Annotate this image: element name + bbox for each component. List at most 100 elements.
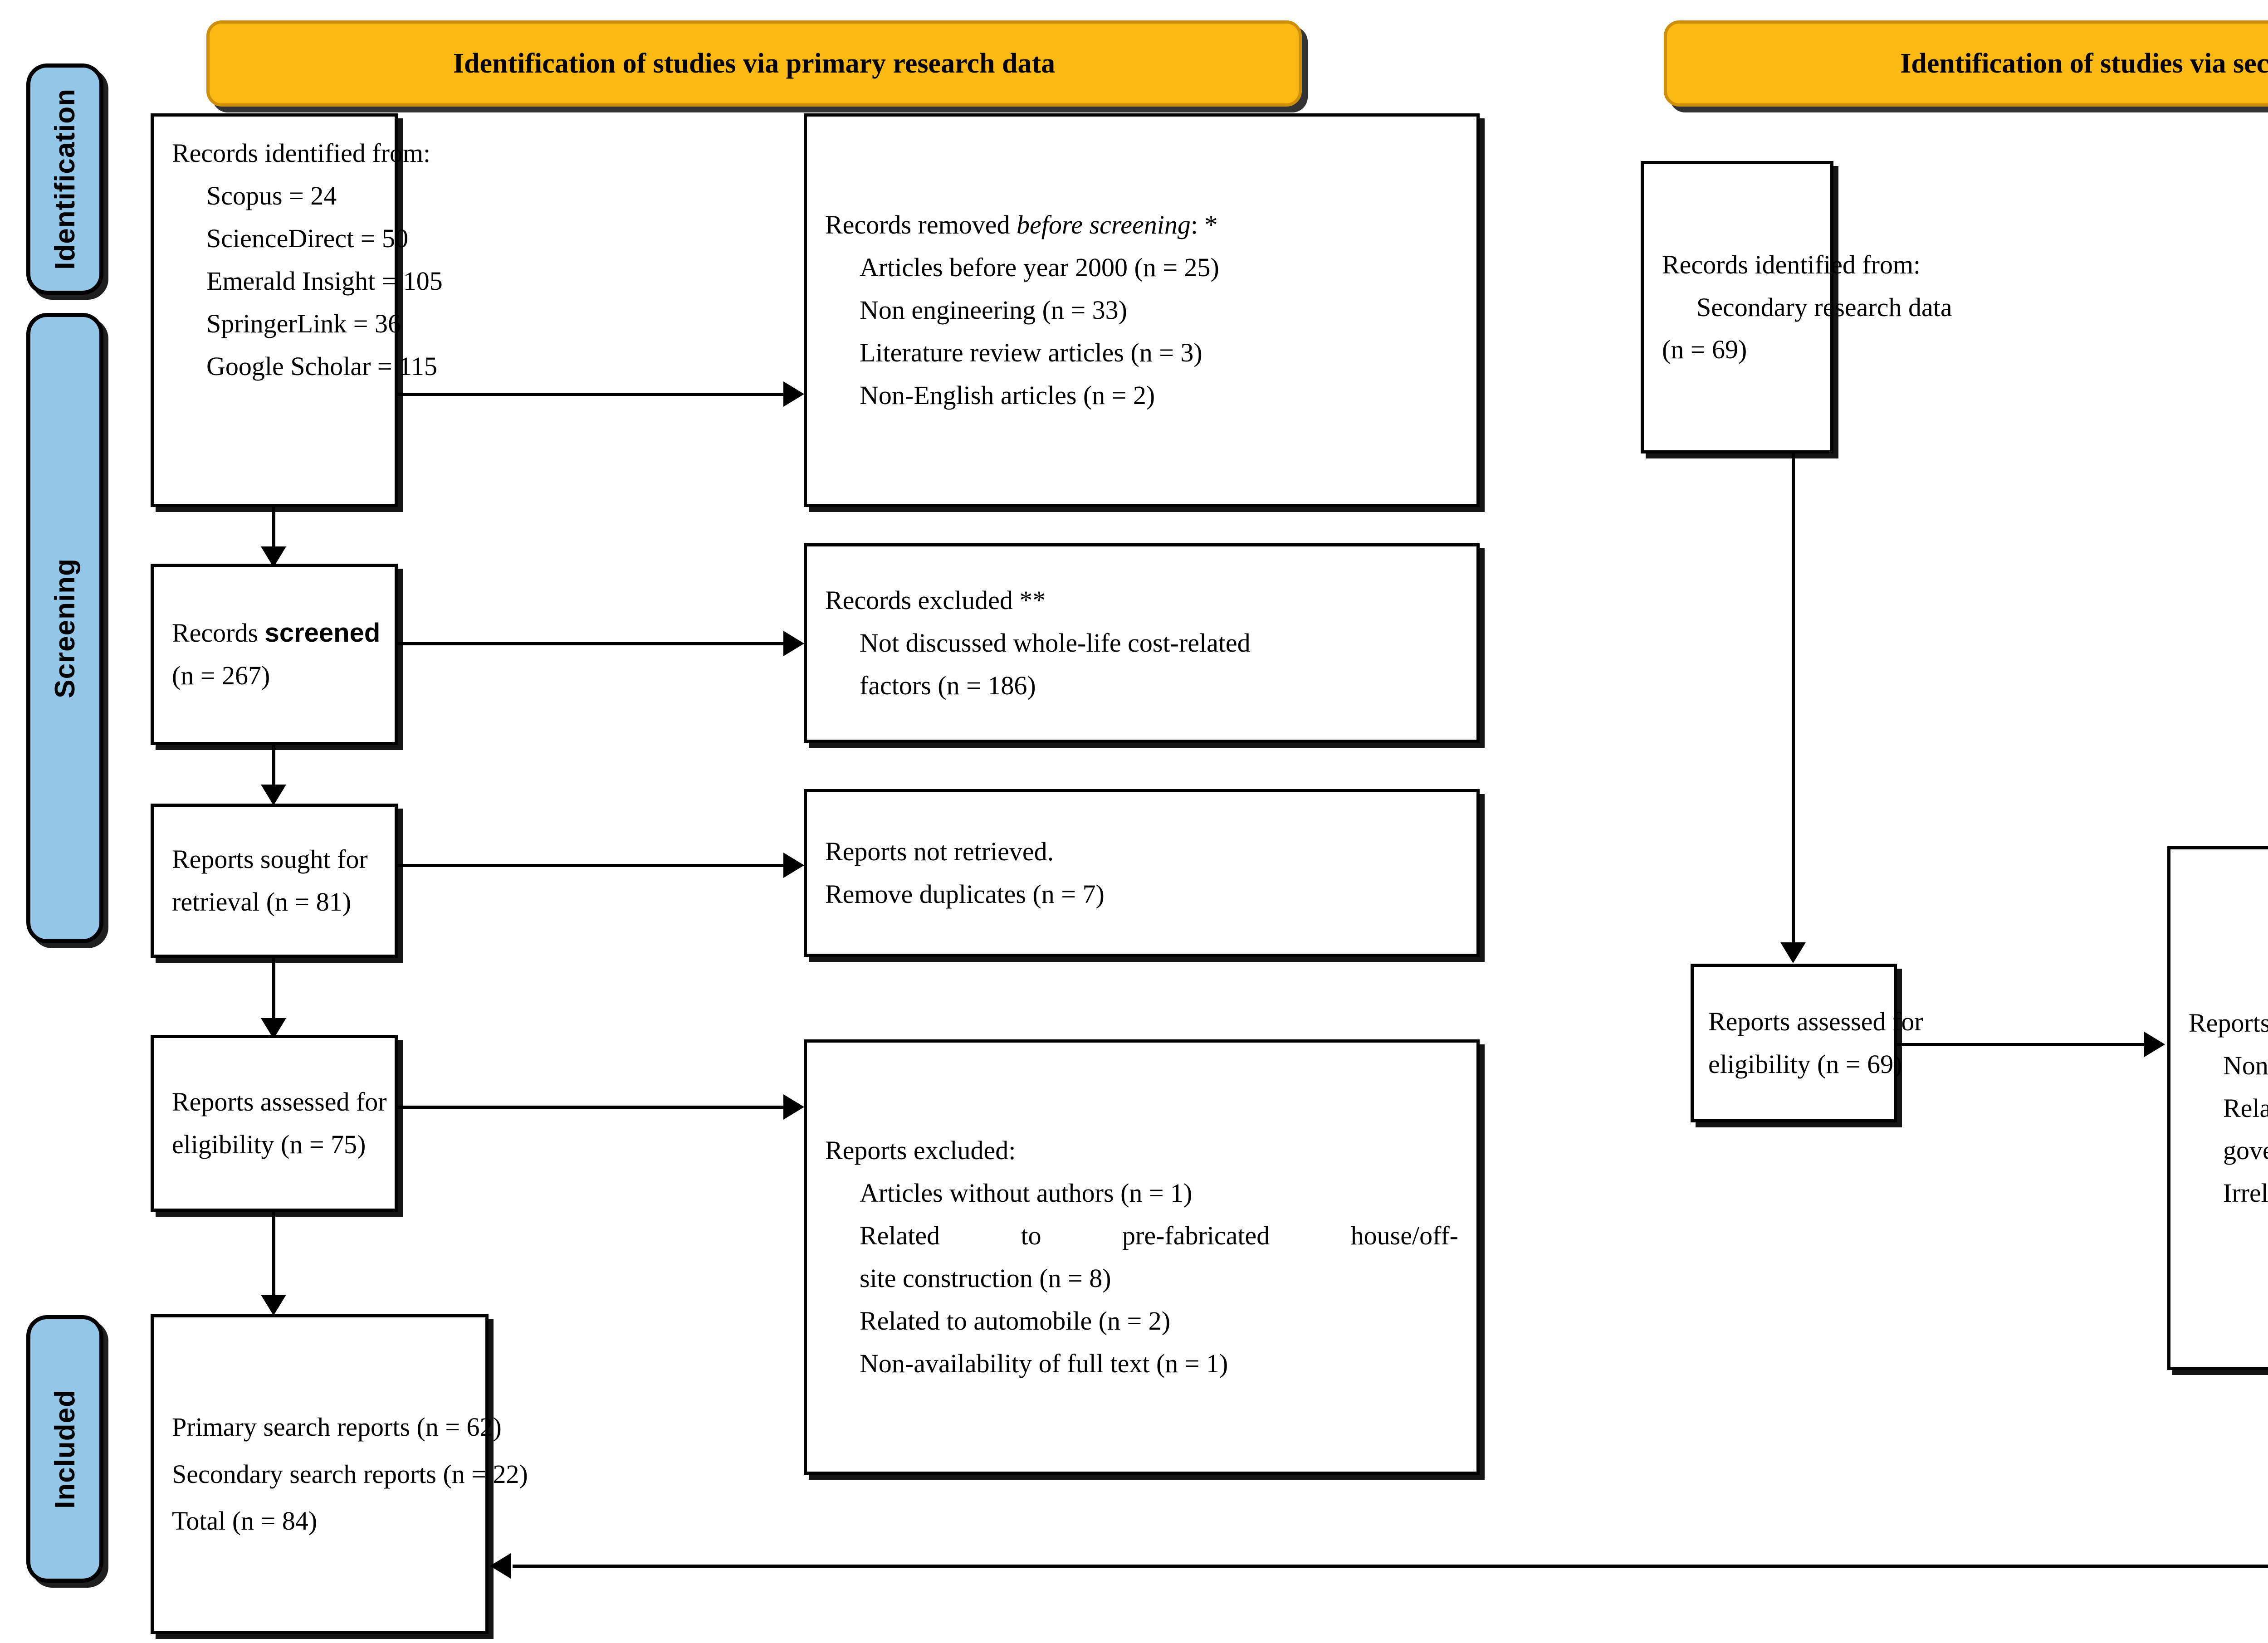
node-records-removed-before-screening: Records removed before screening: * Arti… — [804, 113, 1480, 507]
excluded-reason-public-procurement-line2: government funding (n = 37) — [2223, 1136, 2268, 1165]
excluded-reason-no-full-text: Non-availability of full text (n = 1) — [860, 1348, 1228, 1378]
connector-screened-to-sought — [272, 745, 275, 793]
records-screened-body: Records screened (n = 267) — [154, 567, 395, 742]
included-body: Primary search reports (n = 62) Secondar… — [154, 1317, 528, 1631]
records-excluded-heading: Records excluded ** — [825, 585, 1046, 615]
records-removed-body: Records removed before screening: * Arti… — [807, 117, 1476, 504]
reports-not-retrieved-line2: Remove duplicates (n = 7) — [825, 879, 1105, 909]
reports-assessed-primary-line1: Reports assessed for — [172, 1087, 387, 1117]
reports-not-retrieved-line1: Reports not retrieved. — [825, 837, 1054, 867]
node-reports-excluded-primary: Reports excluded: Articles without autho… — [804, 1039, 1480, 1475]
reports-excluded-secondary-body: Reports excluded: Non-building construct… — [2170, 849, 2268, 1367]
banner-secondary-research: Identification of studies via secondary … — [1664, 20, 2268, 107]
banner-primary-label: Identification of studies via primary re… — [453, 48, 1056, 79]
records-excluded-body: Records excluded ** Not discussed whole-… — [807, 546, 1476, 740]
included-total: Total (n = 84) — [172, 1506, 318, 1536]
excluded-reason-irrelevant-standards: Irrelevant standards (n = 8) — [2223, 1178, 2268, 1208]
connector-screened-to-excluded — [398, 642, 783, 645]
reports-sought-line2: retrieval (n = 81) — [172, 887, 352, 917]
reports-not-retrieved-body: Reports not retrieved. Remove duplicates… — [807, 792, 1476, 954]
banner-primary-research: Identification of studies via primary re… — [206, 20, 1302, 107]
connector-assessed-to-included — [272, 1212, 275, 1298]
node-reports-assessed-secondary: Reports assessed for eligibility (n = 69… — [1691, 964, 1923, 1122]
records-excluded-reason-line1: Not discussed whole-life cost-related — [860, 628, 1251, 658]
excluded-reason-non-building: Non-building construction (n = 24) — [2223, 1050, 2268, 1080]
arrow-secondary-identified-to-assessed — [1780, 942, 1806, 963]
records-excluded-reason-line2: factors (n = 186) — [860, 670, 1036, 700]
records-screened-label-prefix: Records — [172, 618, 265, 648]
banner-secondary-label: Identification of studies via secondary … — [1900, 48, 2268, 79]
arrow-secondary-to-included — [490, 1553, 511, 1579]
source-scopus: Scopus = 24 — [206, 180, 337, 210]
records-removed-heading: Records removed before screening: * — [825, 204, 1458, 246]
node-records-screened: Records screened (n = 267) — [151, 564, 398, 745]
reports-assessed-primary-line2: eligibility (n = 75) — [172, 1130, 366, 1159]
records-screened-label-bold: screened — [264, 618, 381, 648]
arrow-assessed-to-included — [261, 1295, 286, 1316]
connector-sought-to-not-retrieved — [398, 864, 783, 867]
reports-assessed-primary-body: Reports assessed for eligibility (n = 75… — [154, 1038, 395, 1209]
excluded-reason-automobile: Related to automobile (n = 2) — [860, 1306, 1171, 1336]
connector-sought-to-assessed — [272, 958, 275, 1021]
reports-excluded-primary-heading: Reports excluded: — [825, 1136, 1016, 1165]
node-reports-assessed-primary: Reports assessed for eligibility (n = 75… — [151, 1035, 398, 1212]
connector-assessed-to-excluded-primary — [398, 1106, 783, 1109]
arrow-screened-to-sought — [261, 785, 286, 805]
records-screened-count: (n = 267) — [172, 661, 270, 690]
removed-reason-non-engineering: Non engineering (n = 33) — [860, 295, 1127, 325]
records-removed-heading-italic: before screening — [1016, 210, 1191, 240]
phase-bar-identification: Identification — [26, 63, 103, 295]
records-identified-body: Records identified from: Scopus = 24 Sci… — [154, 117, 443, 403]
node-records-identified-primary: Records identified from: Scopus = 24 Sci… — [151, 113, 443, 507]
excluded-reason-prefab-line1: Related to pre-fabricated house/off- — [860, 1221, 1458, 1251]
phase-bar-screening: Screening — [26, 313, 103, 943]
phase-label-identification: Identification — [49, 88, 81, 270]
reports-assessed-secondary-body: Reports assessed for eligibility (n = 69… — [1694, 967, 1923, 1119]
arrow-screened-to-excluded — [783, 631, 804, 656]
node-reports-not-retrieved: Reports not retrieved. Remove duplicates… — [804, 789, 1480, 957]
reports-sought-body: Reports sought for retrieval (n = 81) — [154, 807, 395, 955]
reports-sought-line1: Reports sought for — [172, 844, 368, 874]
node-records-identified-secondary: Records identified from: Secondary resea… — [1641, 161, 1952, 453]
arrow-sought-to-not-retrieved — [783, 853, 804, 878]
node-included-totals: Primary search reports (n = 62) Secondar… — [151, 1314, 528, 1634]
records-identified-secondary-heading: Records identified from: — [1662, 249, 1921, 279]
node-records-excluded: Records excluded ** Not discussed whole-… — [804, 543, 1480, 743]
excluded-reason-no-authors: Articles without authors (n = 1) — [860, 1178, 1193, 1208]
reports-assessed-secondary-line2: eligibility (n = 69) — [1708, 1049, 1902, 1079]
removed-reason-non-english: Non-English articles (n = 2) — [860, 380, 1155, 410]
source-springerlink: SpringerLink = 36 — [206, 308, 401, 338]
connector-secondary-excluded-elbow-horizontal — [513, 1565, 2268, 1568]
phase-label-included: Included — [49, 1389, 81, 1509]
excluded-reason-prefab-line2: site construction (n = 8) — [860, 1263, 1111, 1293]
node-reports-sought-for-retrieval: Reports sought for retrieval (n = 81) — [151, 804, 398, 958]
source-emerald-insight: Emerald Insight = 105 — [206, 266, 443, 296]
source-sciencedirect: ScienceDirect = 50 — [206, 223, 408, 253]
records-identified-secondary-body: Records identified from: Secondary resea… — [1644, 164, 1952, 450]
connector-secondary-assessed-to-excluded — [1897, 1043, 2146, 1046]
connector-identified-to-removed — [398, 393, 783, 396]
connector-secondary-identified-to-assessed — [1792, 453, 1795, 946]
removed-reason-literature-review: Literature review articles (n = 3) — [860, 337, 1202, 367]
records-identified-heading: Records identified from: — [172, 138, 431, 168]
arrow-secondary-assessed-to-excluded — [2144, 1032, 2165, 1057]
phase-bar-included: Included — [26, 1315, 103, 1583]
records-removed-heading-prefix: Records removed — [825, 210, 1017, 240]
source-google-scholar: Google Scholar = 115 — [206, 351, 437, 381]
phase-label-screening: Screening — [49, 558, 81, 698]
reports-assessed-secondary-line1: Reports assessed for — [1708, 1007, 1923, 1037]
connector-identified-to-screened — [272, 507, 275, 555]
arrow-identified-to-removed — [783, 381, 804, 407]
arrow-assessed-to-excluded-primary — [783, 1094, 804, 1120]
excluded-reason-public-procurement-line1: Related to public procurement/ — [2223, 1093, 2268, 1123]
records-identified-secondary-source: Secondary research data — [1696, 292, 1952, 322]
reports-excluded-secondary-heading: Reports excluded: — [2189, 1008, 2268, 1038]
node-reports-excluded-secondary: Reports excluded: Non-building construct… — [2167, 846, 2268, 1370]
removed-reason-before-2000: Articles before year 2000 (n = 25) — [860, 253, 1219, 283]
records-screened-label: Records screened — [172, 612, 380, 654]
included-primary-search-reports: Primary search reports (n = 62) — [172, 1412, 502, 1442]
reports-excluded-primary-body: Reports excluded: Articles without autho… — [807, 1043, 1476, 1472]
records-removed-heading-suffix: : * — [1190, 210, 1218, 240]
included-secondary-search-reports: Secondary search reports (n = 22) — [172, 1459, 528, 1489]
